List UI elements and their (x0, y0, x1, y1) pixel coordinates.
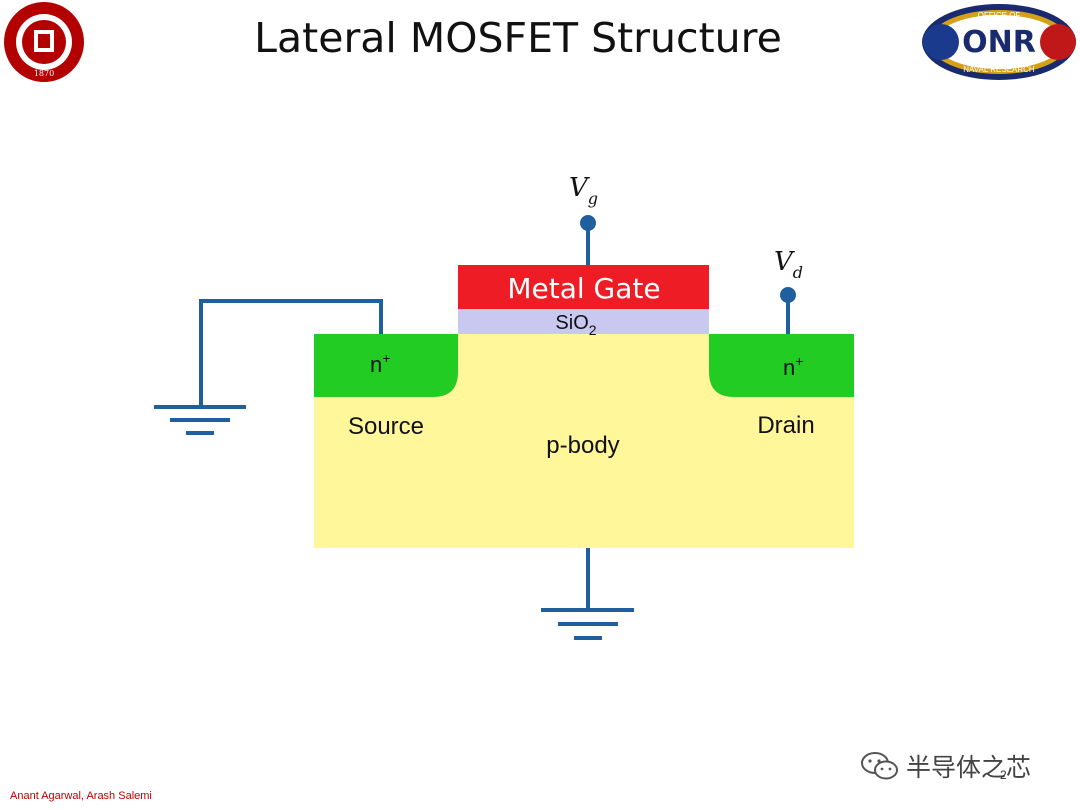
source-label: Source (348, 413, 424, 440)
watermark-text: 半导体之芯 (906, 753, 1032, 782)
watermark: 半导体之芯 (860, 748, 1031, 784)
body-label: p-body (546, 432, 619, 459)
drain-n-plus-label: n+ (783, 353, 803, 380)
ohio-state-logo: 1870 (4, 2, 84, 82)
oxide-layer (458, 309, 709, 334)
vg-label: Vg (569, 173, 598, 208)
onr-logo-top: OFFICE OF (978, 11, 1021, 20)
slide-title: Lateral MOSFET Structure (254, 14, 782, 62)
vd-label: Vd (774, 247, 803, 282)
onr-logo-bottom: NAVAL RESEARCH (963, 65, 1035, 74)
source-n-plus-label: n+ (370, 350, 390, 377)
wechat-icon (861, 752, 898, 780)
oxide-label: SiO2 (555, 312, 596, 338)
metal-gate (458, 265, 709, 309)
page-number: 2 (1000, 768, 1007, 782)
author-credit: Anant Agarwal, Arash Salemi (10, 790, 152, 802)
gate-terminal-dot (580, 215, 596, 231)
source-ground-wire (154, 299, 383, 435)
gate-label: Metal Gate (507, 272, 660, 305)
onr-logo-center: ONR (962, 25, 1036, 60)
drain-terminal-dot (780, 287, 796, 303)
drain-n-plus-region (709, 334, 854, 397)
body-ground-wire (541, 548, 634, 640)
drain-label: Drain (757, 412, 814, 439)
onr-logo: ONR OFFICE OF NAVAL RESEARCH (922, 4, 1076, 80)
ohio-logo-year: 1870 (34, 69, 54, 78)
source-n-plus-region (314, 334, 458, 397)
